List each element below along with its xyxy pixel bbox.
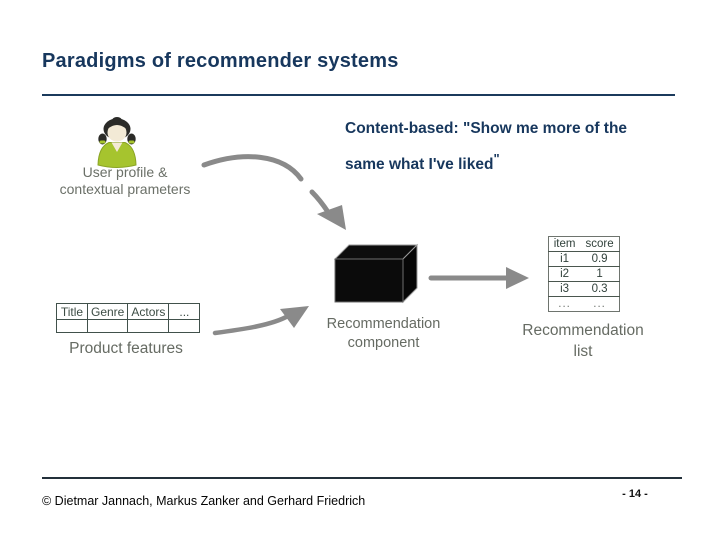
- recommendation-list-table: item score i1 0.9 i2 1 i3 0.3 ... ...: [548, 236, 620, 312]
- table-row: i2 1: [548, 266, 620, 282]
- cell: i3: [548, 281, 581, 297]
- page-number: - 14 -: [622, 488, 648, 500]
- header-cell: Title: [56, 303, 88, 320]
- page-title: Paradigms of recommender systems: [42, 50, 399, 72]
- table-row: ... ...: [548, 296, 620, 312]
- copyright-text: © Dietmar Jannach, Markus Zanker and Ger…: [42, 494, 366, 508]
- cell: 0.3: [580, 281, 620, 297]
- cell: 0.9: [580, 251, 620, 267]
- recommendation-component-label: Recommendation component: [326, 316, 441, 351]
- header-cell: item: [553, 238, 576, 250]
- content-based-text: Content-based: "Show me more of the same…: [345, 114, 685, 180]
- recommendation-list-label: Recommendation list: [522, 322, 644, 360]
- arrow-features-to-component: [212, 306, 309, 336]
- cell: i2: [548, 266, 581, 282]
- user-profile-label: User profile & contextual prameters: [59, 164, 191, 197]
- table-row: Title Genre Actors ...: [56, 303, 201, 320]
- arrow-user-to-component: [201, 154, 346, 230]
- table-row: [56, 319, 201, 333]
- table-row: item score: [549, 237, 620, 252]
- cell: i1: [548, 251, 581, 267]
- header-cell: Genre: [86, 303, 129, 320]
- empty-cell: [86, 319, 129, 333]
- black-3d-box-icon: [333, 243, 419, 304]
- cell: 1: [580, 266, 620, 282]
- product-features-table: Title Genre Actors ...: [56, 303, 201, 333]
- cell: ...: [548, 296, 581, 312]
- header-cell: score: [585, 238, 614, 250]
- closing-quote: ": [493, 151, 500, 166]
- empty-cell: [168, 319, 201, 333]
- user-person-icon: [97, 117, 137, 168]
- content-based-line2: same what I've liked": [345, 151, 500, 173]
- empty-cell: [127, 319, 170, 333]
- table-row: i3 0.3: [548, 281, 620, 297]
- header-cell: Actors: [127, 303, 170, 320]
- footer-divider: [42, 477, 682, 479]
- product-features-label: Product features: [69, 340, 183, 357]
- header-cell: ...: [168, 303, 201, 320]
- arrow-component-to-list: [428, 267, 529, 289]
- title-divider: [42, 94, 675, 96]
- cell: ...: [580, 296, 620, 312]
- content-based-line1: Content-based: "Show me more of the: [345, 120, 628, 137]
- empty-cell: [56, 319, 88, 333]
- table-row: i1 0.9: [548, 251, 620, 267]
